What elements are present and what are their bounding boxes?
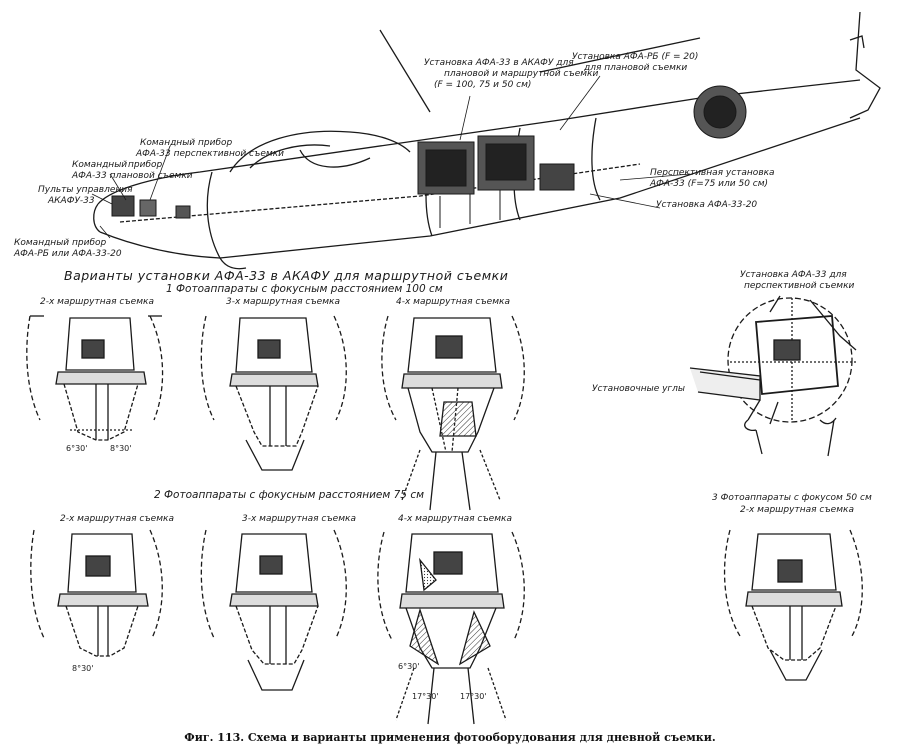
g2-label-4route: 4-х маршрутная съемка xyxy=(398,514,512,524)
persp-title-l1: Установка АФА-33 для xyxy=(740,270,847,280)
aircraft-fuselage-drawing xyxy=(93,11,881,270)
label-cmd-plan-l1: Командный xyxy=(72,160,128,170)
g2-label-2route: 2-х маршрутная съемка xyxy=(60,514,174,524)
label-cmd-persp-l1: Командный прибор xyxy=(140,138,233,148)
label-cmd-plan-l3: АФА-33 плановой съемки xyxy=(72,171,193,181)
label-cmd-plan-l2: прибор xyxy=(128,160,163,170)
g1-label-4route: 4-х маршрутная съемка xyxy=(396,297,510,307)
g2-label-3route: 3-х маршрутная съемка xyxy=(242,514,356,524)
section-g3-2route xyxy=(723,529,863,681)
variants-heading: Варианты установки АФА-33 в АКАФУ для ма… xyxy=(64,268,509,283)
section-g2-2route xyxy=(30,529,163,657)
g1-label-2route: 2-х маршрутная съемка xyxy=(40,297,154,307)
g1-label-3route: 3-х маршрутная съемка xyxy=(226,297,340,307)
persp-title-l2: перспективной съемки xyxy=(744,281,855,291)
label-afa-rb-l1: Установка АФА-РБ (F = 20) xyxy=(572,52,699,62)
aircraft-leader-lines xyxy=(91,75,691,239)
figure-caption: Фиг. 113. Схема и варианты применения фо… xyxy=(184,731,716,744)
label-afa33-akafu-l3: (F = 100, 75 и 50 см) xyxy=(434,80,532,90)
label-cmd-rb-l1: Командный прибор xyxy=(14,238,107,248)
aircraft-equipment xyxy=(111,85,747,228)
label-afa-rb-l2: для плановой съемки xyxy=(584,63,688,73)
label-persp-inst-l2: АФА-33 (F=75 или 50 см) xyxy=(650,179,769,189)
angle-g2-a5: 17°30' xyxy=(412,692,439,701)
label-afa33-20: Установка АФА-33-20 xyxy=(656,200,758,210)
label-afa33-akafu-l2: плановой и маршрутной съемки xyxy=(444,69,599,79)
label-panels-l2: АКАФУ-33 xyxy=(48,196,95,206)
angle-g1-a2: 8°30' xyxy=(110,444,132,453)
group3-title-l1: 3 Фотоаппараты с фокусом 50 см xyxy=(712,493,872,503)
angle-g2-a6: 17°30' xyxy=(460,692,487,701)
persp-angles-label: Установочные углы xyxy=(592,384,686,394)
section-g1-2route xyxy=(26,315,164,441)
section-g1-3route xyxy=(200,315,347,471)
label-cmd-persp-l2: АФА-33 перспективной съемки xyxy=(136,149,284,159)
angle-g2-a4: 6°30' xyxy=(398,662,420,671)
angle-g1-a1: 6°30' xyxy=(66,444,88,453)
label-afa33-akafu-l1: Установка АФА-33 в АКАФУ для xyxy=(424,58,574,68)
label-panels-l1: Пульты управления xyxy=(38,185,133,195)
group2-title: 2 Фотоаппараты с фокусным расстоянием 75… xyxy=(154,489,425,501)
group1-title: 1 Фотоаппараты с фокусным расстоянием 10… xyxy=(166,283,443,295)
section-g2-4route xyxy=(377,531,525,725)
angle-g2-a3: 8°30' xyxy=(72,664,94,673)
section-perspective xyxy=(689,295,857,457)
section-g1-4route xyxy=(381,315,525,511)
group3-title-l2: 2-х маршрутная съемка xyxy=(740,505,854,515)
label-cmd-rb-l2: АФА-РБ или АФА-33-20 xyxy=(14,249,122,259)
section-g2-3route xyxy=(200,529,347,691)
label-persp-inst-l1: Перспективная установка xyxy=(650,168,775,178)
